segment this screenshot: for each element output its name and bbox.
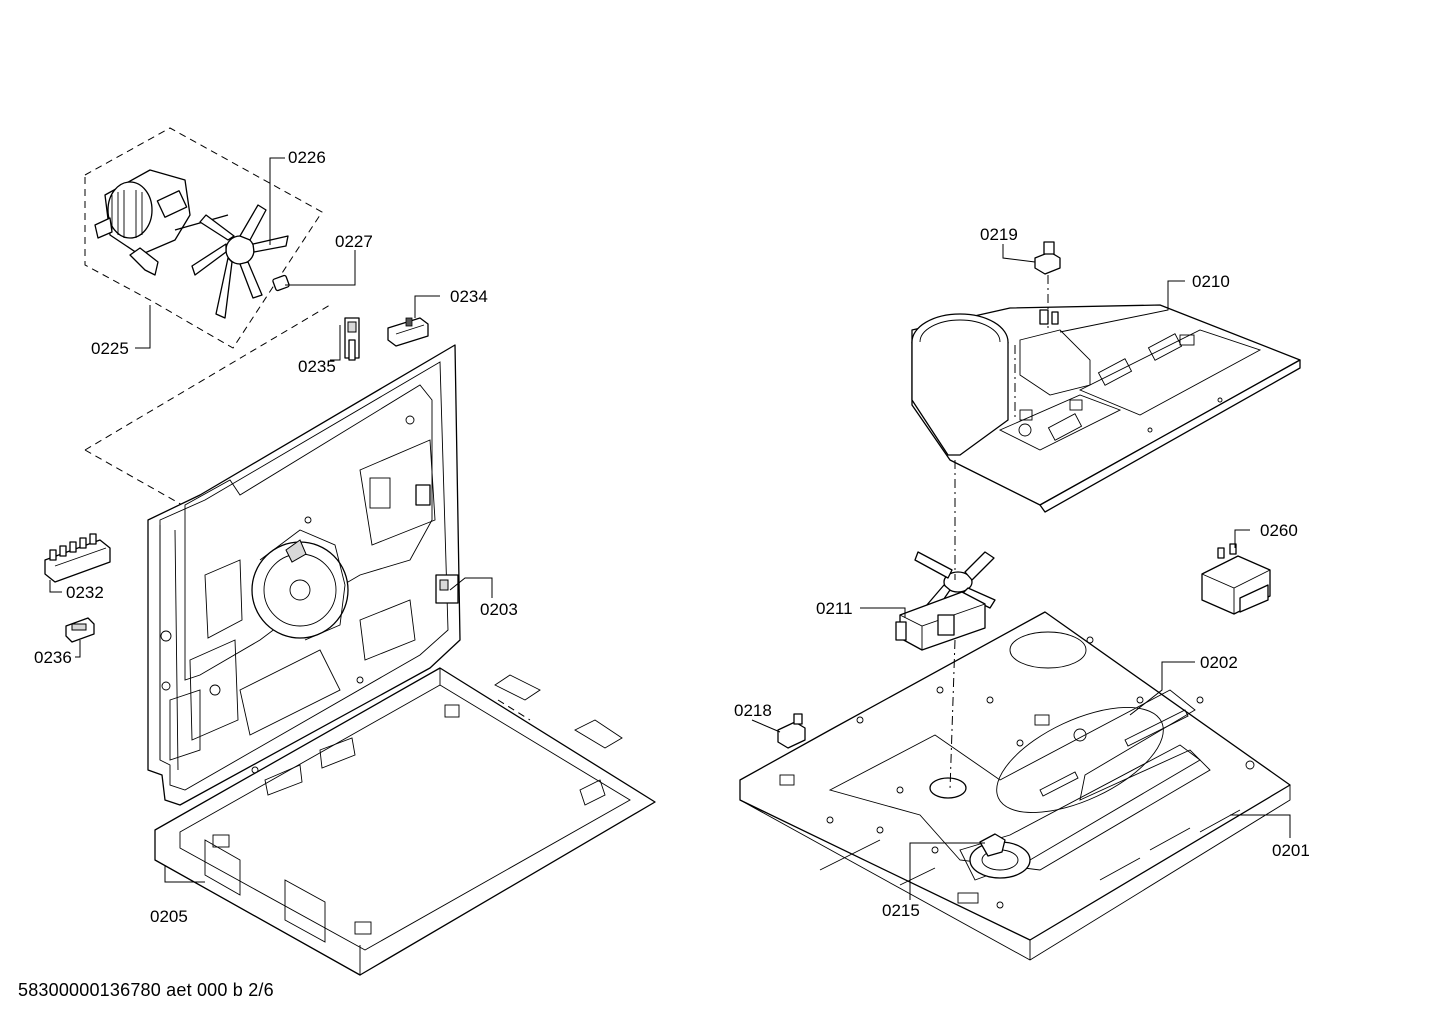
- terminal-strip: [44, 533, 111, 583]
- temperature-sensor: [1034, 241, 1061, 275]
- label-0210: 0210: [1192, 272, 1230, 291]
- label-0203: 0203: [480, 600, 518, 619]
- cooling-duct-cover: [911, 304, 1301, 513]
- label-0225: 0225: [91, 339, 129, 358]
- base-tray: [154, 667, 656, 976]
- cooling-fan-motor: [895, 551, 996, 651]
- sensor-0218: [777, 713, 806, 749]
- base-plate: [739, 611, 1291, 961]
- label-0226: 0226: [288, 148, 326, 167]
- fan-nut: [272, 274, 290, 292]
- label-0215: 0215: [882, 901, 920, 920]
- label-0211: 0211: [816, 599, 853, 618]
- convection-fan-motor: [94, 169, 229, 276]
- label-0201: 0201: [1272, 841, 1310, 860]
- clip-0236: [65, 617, 95, 643]
- terminal-0234: [387, 317, 429, 347]
- label-0236: 0236: [34, 648, 72, 667]
- label-0219: 0219: [980, 225, 1018, 244]
- label-0227: 0227: [335, 232, 373, 251]
- fan-blade: [191, 204, 289, 319]
- switch-0235: [344, 317, 360, 361]
- label-0205: 0205: [150, 907, 188, 926]
- label-0202: 0202: [1200, 653, 1238, 672]
- assembly-axis-lines: [949, 275, 1049, 791]
- label-0235: 0235: [298, 357, 336, 376]
- leader-lines: [49, 157, 1291, 900]
- label-0260: 0260: [1260, 521, 1298, 540]
- mounting-bracket: [979, 833, 1006, 857]
- back-panel: [147, 344, 461, 806]
- label-0232: 0232: [66, 583, 104, 602]
- transformer: [1201, 543, 1271, 615]
- document-code: 58300000136780 aet 000 b 2/6: [18, 980, 274, 1000]
- label-0234: 0234: [450, 287, 488, 306]
- part-labels: 0226 0227 0225 0234 0235 0232 0236 0203 …: [34, 148, 1310, 926]
- label-0218: 0218: [734, 701, 772, 720]
